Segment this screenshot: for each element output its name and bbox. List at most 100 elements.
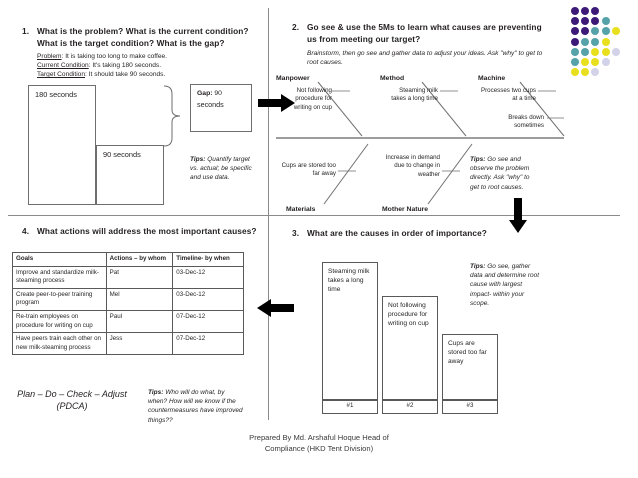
pareto-bar-1: Steaming milk takes a long time	[322, 262, 378, 400]
dot-yellow	[611, 27, 620, 36]
section1-tips-text: Quantify target vs. actual; be specific …	[190, 156, 252, 182]
section1-title: What is the problem? What is the current…	[37, 26, 249, 48]
pareto-rank-2: #2	[382, 400, 438, 414]
table-row: Have peers train each other on new milk-…	[12, 332, 244, 356]
section3-heading: 3. What are the causes in order of impor…	[292, 228, 542, 240]
pareto-rank-3: #3	[442, 400, 498, 414]
gap-label: Gap:	[197, 90, 213, 97]
fishbone-category-mother-nature: Mother Nature	[382, 206, 429, 213]
arrow-left-icon	[257, 299, 294, 317]
pareto-chart: Steaming milk takes a long time #1 Not f…	[322, 262, 502, 420]
dot-lavender	[611, 47, 620, 56]
dot-purple	[581, 7, 590, 15]
section2-subtitle: Brainstorm, then go see and gather data …	[307, 50, 543, 67]
gap-value: 90	[214, 90, 222, 97]
dot-purple	[581, 17, 590, 26]
dot-yellow	[581, 68, 590, 77]
dot-teal	[591, 27, 600, 36]
target-condition-label: Target Condition	[37, 71, 86, 78]
section4-title: What actions will address the most impor…	[37, 226, 257, 236]
pareto-rank-1: #1	[322, 400, 378, 414]
fishbone-bones	[317, 81, 565, 205]
section2-tips: Tips: Go see and observe the problem dir…	[470, 155, 536, 192]
target-condition-text: : It should take 90 seconds.	[85, 71, 166, 78]
action-plan-table: Goals Actions – by whom Timeline- by whe…	[12, 252, 244, 356]
footer-line-1: Prepared By Md. Arshaful Hoque Head of	[249, 433, 389, 442]
section1-tips: Tips: Quantify target vs. actual; be spe…	[190, 155, 256, 183]
footer-line-2: Compliance (HKD Tent Division)	[264, 444, 374, 453]
dot-teal	[581, 37, 590, 46]
pareto-bar-3-label: Cups are stored too far away	[448, 340, 487, 366]
dot-purple	[571, 27, 579, 36]
cell-when: 03-Dec-12	[172, 265, 244, 289]
dot-purple	[581, 27, 590, 36]
fishbone-category-materials: Materials	[286, 206, 316, 213]
section3-number: 3.	[292, 228, 300, 238]
problem-label: Problem	[37, 53, 62, 60]
dot-lavender	[591, 68, 600, 77]
bar-current-label: 180 seconds	[35, 90, 77, 99]
cell-goal: Have peers train each other on new milk-…	[12, 332, 107, 356]
fishbone-cause-mother-nature-1: Increase in demand due to change in weat…	[385, 154, 440, 178]
fishbone-cause-machine-2: Breaks down sometimes	[508, 114, 544, 130]
section4-tips-text: Who will do what, by when? How will we k…	[148, 389, 243, 424]
dot-yellow	[581, 58, 590, 66]
footer-credit: Prepared By Md. Arshaful Hoque Head of C…	[0, 432, 638, 454]
fishbone-cause-manpower-1: Not following procedure for writing on c…	[293, 87, 332, 111]
section3-tips-label: Tips:	[470, 263, 486, 270]
section3-tips-text: Go see, gather data and determine root c…	[470, 263, 540, 307]
section2-tips-text: Go see and observe the problem directly.…	[470, 156, 530, 191]
section1-target-line: Target Condition: It should take 90 seco…	[37, 70, 262, 79]
dot-yellow	[601, 37, 610, 46]
bar-target-condition: 90 seconds	[96, 145, 164, 205]
decorative-dot-grid	[571, 7, 635, 79]
dot-teal	[601, 27, 610, 36]
column-header-goals: Goals	[12, 252, 107, 267]
cell-when: 03-Dec-12	[172, 287, 244, 311]
pareto-bar-2-label: Not following procedure for writing on c…	[388, 302, 429, 328]
section2-title: Go see & use the 5Ms to learn what cause…	[307, 22, 542, 44]
fishbone-category-machine: Machine	[478, 75, 506, 82]
bar-target-label: 90 seconds	[103, 150, 141, 159]
section1-problem-line: Problem: It is taking too long to make c…	[37, 52, 262, 61]
pdca-line1: Plan – Do – Check – Adjust	[17, 389, 127, 399]
dot-yellow	[571, 68, 579, 77]
cell-who: Paul	[105, 309, 174, 334]
pareto-bar-2: Not following procedure for writing on c…	[382, 296, 438, 400]
arrow-down-icon	[509, 198, 527, 233]
current-condition-label: Current Condition	[37, 62, 89, 69]
dot-teal	[571, 47, 579, 56]
cell-goal: Improve and standardize milk-steaming pr…	[12, 265, 107, 289]
dot-yellow	[591, 47, 600, 56]
fishbone-cause-machine-1: Processes two cups at a time	[480, 87, 536, 103]
gap-unit: seconds	[197, 100, 224, 109]
cell-when: 07-Dec-12	[172, 332, 244, 356]
gap-label-line: Gap: 90	[197, 90, 222, 97]
fishbone-category-method: Method	[380, 75, 405, 82]
section2-tips-label: Tips:	[470, 156, 486, 163]
dot-teal	[581, 47, 590, 56]
dot-purple	[591, 17, 600, 26]
horizontal-divider	[8, 215, 620, 216]
cell-who: Jess	[105, 332, 174, 356]
fishbone-cause-materials-1: Cups are stored too far away	[281, 162, 336, 178]
cell-who: Mel	[105, 287, 174, 311]
dot-purple	[571, 17, 579, 26]
dot-teal	[591, 37, 600, 46]
table-row: Create peer-to-peer training program Mel…	[12, 287, 244, 311]
current-condition-text: : It's taking 180 seconds.	[88, 62, 162, 69]
dot-teal	[601, 17, 610, 26]
table-header-row: Goals Actions – by whom Timeline- by whe…	[12, 252, 244, 267]
vertical-divider	[268, 8, 269, 420]
fishbone-diagram: Manpower Method Machine Materials Mother…	[272, 74, 568, 216]
dot-lavender	[601, 58, 610, 66]
section1-heading: 1. What is the problem? What is the curr…	[22, 26, 260, 49]
dot-yellow	[591, 58, 600, 66]
section3-tips: Tips: Go see, gather data and determine …	[470, 262, 542, 308]
cell-when: 07-Dec-12	[172, 309, 244, 334]
gap-box: Gap: 90 seconds	[190, 84, 252, 132]
section4-tips-label: Tips:	[148, 389, 164, 396]
gap-brace	[163, 85, 181, 147]
section4-tips: Tips: Who will do what, by when? How wil…	[148, 388, 244, 425]
